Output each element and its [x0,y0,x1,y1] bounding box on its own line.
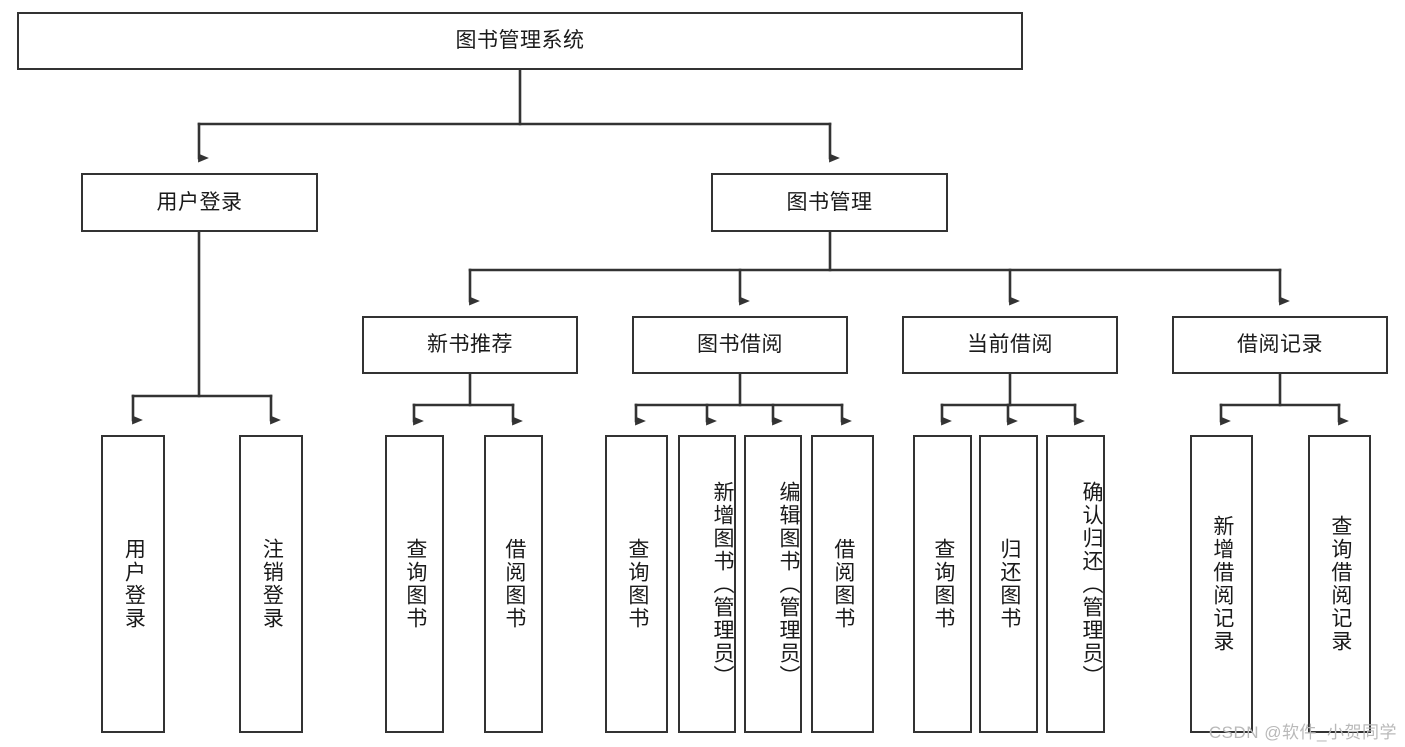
node-leaf-confirm-return-admin[interactable]: 确认归还（管理员） [1046,435,1105,733]
node-leaf-borrow-book-rec[interactable]: 借阅图书 [484,435,543,733]
node-leaf-query-book-borrow[interactable]: 查询图书 [605,435,668,733]
node-leaf-logout[interactable]: 注销登录 [239,435,303,733]
node-leaf-query-borrow-record[interactable]: 查询借阅记录 [1308,435,1371,733]
node-level2-book-management[interactable]: 图书管理 [711,173,948,232]
watermark-text: CSDN @软件_小贺同学 [1208,723,1397,742]
node-level3-borrow-records[interactable]: 借阅记录 [1172,316,1388,374]
node-level3-current-borrow[interactable]: 当前借阅 [902,316,1118,374]
node-level3-book-borrow[interactable]: 图书借阅 [632,316,848,374]
node-leaf-query-book-current[interactable]: 查询图书 [913,435,972,733]
node-level3-new-book-recommend[interactable]: 新书推荐 [362,316,578,374]
node-leaf-add-borrow-record[interactable]: 新增借阅记录 [1190,435,1253,733]
node-leaf-return-book[interactable]: 归还图书 [979,435,1038,733]
node-leaf-user-login[interactable]: 用户登录 [101,435,165,733]
node-level2-user-login[interactable]: 用户登录 [81,173,318,232]
node-root[interactable]: 图书管理系统 [17,12,1023,70]
node-leaf-query-book-rec[interactable]: 查询图书 [385,435,444,733]
node-leaf-edit-book-admin[interactable]: 编辑图书（管理员） [744,435,802,733]
node-leaf-borrow-book[interactable]: 借阅图书 [811,435,874,733]
node-leaf-add-book-admin[interactable]: 新增图书（管理员） [678,435,736,733]
